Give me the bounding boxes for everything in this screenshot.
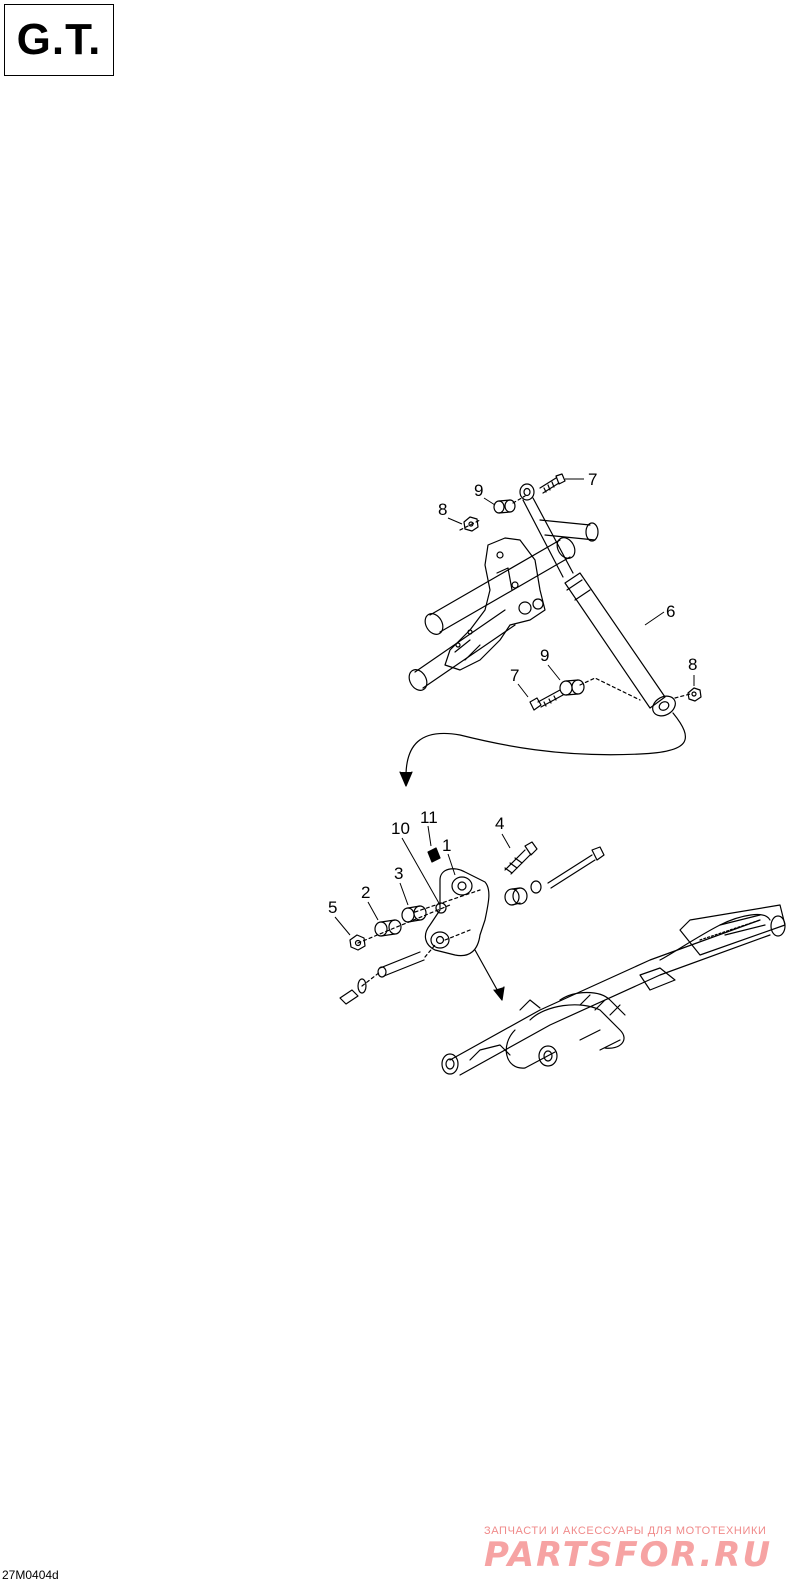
- watermark-tagline: ЗАПЧАСТИ И АКСЕССУАРЫ ДЛЯ МОТОТЕХНИКИ: [484, 1525, 767, 1537]
- long-bolt: [504, 846, 605, 906]
- rear-frame: [441, 904, 786, 1076]
- bolt-upper: [539, 473, 566, 494]
- nut-5: [349, 934, 366, 951]
- callout-10: 10: [391, 819, 410, 838]
- upper-mount-bracket: [408, 519, 599, 691]
- callout-2: 2: [361, 883, 370, 902]
- callout-9-lower: 9: [540, 646, 549, 665]
- callout-8-lower: 8: [688, 655, 697, 674]
- spacer-lower: [559, 679, 585, 696]
- model-label-box: G.T.: [4, 4, 114, 76]
- model-label: G.T.: [16, 15, 102, 64]
- assembly-arrow: [399, 712, 686, 787]
- callout-6: 6: [666, 602, 675, 621]
- callout-8-upper: 8: [438, 500, 447, 519]
- callout-labels: 7 9 8 6 9 7 8 11 10 1 4 3 2 5: [328, 470, 697, 917]
- callout-7-upper: 7: [588, 470, 597, 489]
- bushing-2: [374, 919, 402, 937]
- watermark-logo: PARTSFOR.RU: [484, 1535, 773, 1575]
- spacer-upper: [493, 499, 516, 514]
- callout-1: 1: [442, 836, 451, 855]
- shock-absorber: [519, 483, 676, 717]
- frame-arrow: [474, 949, 505, 1001]
- leader-lines: [334, 478, 695, 936]
- nut-lower: [687, 687, 702, 702]
- callout-11: 11: [420, 808, 438, 827]
- grease-fitting-11: [427, 847, 441, 863]
- callout-7-lower: 7: [510, 666, 519, 685]
- lower-pin: [339, 951, 425, 1005]
- callout-3: 3: [394, 864, 403, 883]
- watermark: ЗАПЧАСТИ И АКСЕССУАРЫ ДЛЯ МОТОТЕХНИКИ PA…: [484, 1525, 784, 1575]
- callout-5: 5: [328, 898, 337, 917]
- rocker-arm: [424, 868, 490, 957]
- bolt-lower: [529, 689, 564, 711]
- bolt-4: [504, 841, 538, 875]
- callout-9-upper: 9: [474, 481, 483, 500]
- drawing-code: 27M0404d: [2, 1568, 59, 1582]
- callout-4: 4: [495, 814, 504, 833]
